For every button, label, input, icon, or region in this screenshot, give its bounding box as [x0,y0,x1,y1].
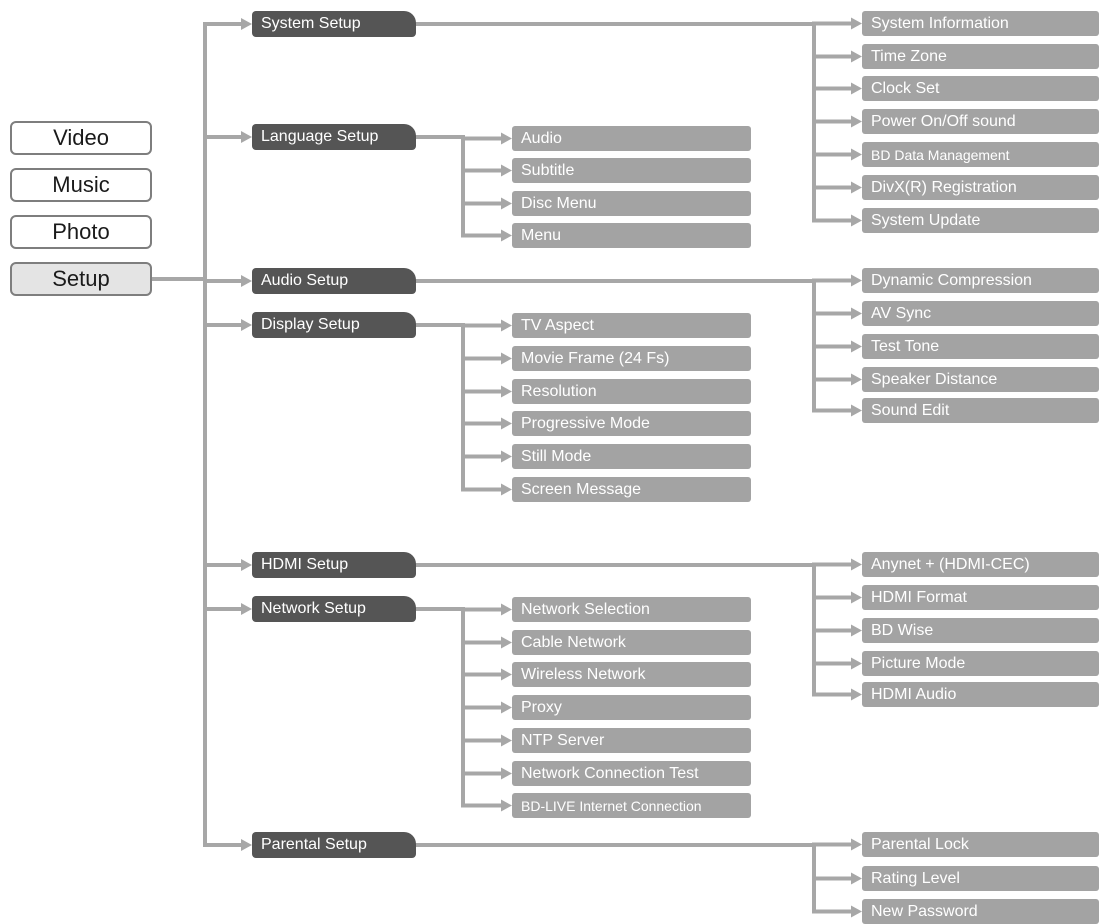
language-setup-arrow [241,131,252,143]
item-subtitle[interactable]: Subtitle [512,158,751,183]
resolution-arrow [501,385,512,398]
screen-message-arrow [501,483,512,496]
system-setup-arrow [241,18,252,30]
item-network-selection[interactable]: Network Selection [512,597,751,622]
item-bd-live-internet-connection[interactable]: BD-LIVE Internet Connection [512,793,751,818]
category-network-setup[interactable]: Network Setup [252,596,416,622]
hdmi-audio-arrow [851,688,862,701]
system-information-arrow [851,17,862,30]
item-ntp-server[interactable]: NTP Server [512,728,751,753]
sound-edit-arrow [851,404,862,417]
item-system-update[interactable]: System Update [862,208,1099,233]
item-power-on-off-sound[interactable]: Power On/Off sound [862,109,1099,134]
main-menu-setup[interactable]: Setup [10,262,152,296]
item-still-mode[interactable]: Still Mode [512,444,751,469]
item-hdmi-format[interactable]: HDMI Format [862,585,1099,610]
category-system-setup[interactable]: System Setup [252,11,416,37]
ntp-server-arrow [501,734,512,747]
cable-network-arrow [501,636,512,649]
power-on-off-sound-arrow [851,115,862,128]
rating-level-arrow [851,872,862,885]
speaker-distance-arrow [851,373,862,386]
item-wireless-network[interactable]: Wireless Network [512,662,751,687]
proxy-arrow [501,701,512,714]
category-hdmi-setup[interactable]: HDMI Setup [252,552,416,578]
item-anynet-hdmi-cec[interactable]: Anynet + (HDMI-CEC) [862,552,1099,577]
time-zone-arrow [851,50,862,63]
still-mode-arrow [501,450,512,463]
item-clock-set[interactable]: Clock Set [862,76,1099,101]
dynamic-compression-arrow [851,274,862,287]
item-proxy[interactable]: Proxy [512,695,751,720]
item-av-sync[interactable]: AV Sync [862,301,1099,326]
subtitle-arrow [501,164,512,177]
parental-setup-arrow [241,839,252,851]
item-progressive-mode[interactable]: Progressive Mode [512,411,751,436]
item-screen-message[interactable]: Screen Message [512,477,751,502]
item-picture-mode[interactable]: Picture Mode [862,651,1099,676]
item-system-information[interactable]: System Information [862,11,1099,36]
item-disc-menu[interactable]: Disc Menu [512,191,751,216]
test-tone-arrow [851,340,862,353]
main-menu-music[interactable]: Music [10,168,152,202]
item-rating-level[interactable]: Rating Level [862,866,1099,891]
category-language-setup[interactable]: Language Setup [252,124,416,150]
item-time-zone[interactable]: Time Zone [862,44,1099,69]
item-cable-network[interactable]: Cable Network [512,630,751,655]
item-divx-r-registration[interactable]: DivX(R) Registration [862,175,1099,200]
parental-lock-arrow [851,838,862,851]
item-parental-lock[interactable]: Parental Lock [862,832,1099,857]
item-network-connection-test[interactable]: Network Connection Test [512,761,751,786]
item-test-tone[interactable]: Test Tone [862,334,1099,359]
item-movie-frame-24-fs[interactable]: Movie Frame (24 Fs) [512,346,751,371]
hdmi-setup-arrow [241,559,252,571]
picture-mode-arrow [851,657,862,670]
item-speaker-distance[interactable]: Speaker Distance [862,367,1099,392]
wireless-network-arrow [501,668,512,681]
tv-aspect-arrow [501,319,512,332]
anynet-hdmi-cec-arrow [851,558,862,571]
category-display-setup[interactable]: Display Setup [252,312,416,338]
bd-live-internet-connection-arrow [501,799,512,812]
item-audio[interactable]: Audio [512,126,751,151]
category-audio-setup[interactable]: Audio Setup [252,268,416,294]
item-bd-data-management[interactable]: BD Data Management [862,142,1099,167]
hdmi-format-arrow [851,591,862,604]
audio-setup-arrow [241,275,252,287]
main-menu-video[interactable]: Video [10,121,152,155]
item-new-password[interactable]: New Password [862,899,1099,924]
display-setup-arrow [241,319,252,331]
bd-wise-arrow [851,624,862,637]
item-menu[interactable]: Menu [512,223,751,248]
divx-r-registration-arrow [851,181,862,194]
network-setup-arrow [241,603,252,615]
main-menu-photo[interactable]: Photo [10,215,152,249]
network-selection-arrow [501,603,512,616]
system-update-arrow [851,214,862,227]
disc-menu-arrow [501,197,512,210]
item-dynamic-compression[interactable]: Dynamic Compression [862,268,1099,293]
new-password-arrow [851,905,862,918]
network-connection-test-arrow [501,767,512,780]
item-sound-edit[interactable]: Sound Edit [862,398,1099,423]
progressive-mode-arrow [501,417,512,430]
bd-data-management-arrow [851,148,862,161]
menu-arrow [501,229,512,242]
movie-frame-24-fs-arrow [501,352,512,365]
item-tv-aspect[interactable]: TV Aspect [512,313,751,338]
item-resolution[interactable]: Resolution [512,379,751,404]
item-hdmi-audio[interactable]: HDMI Audio [862,682,1099,707]
clock-set-arrow [851,82,862,95]
audio-arrow [501,132,512,145]
category-parental-setup[interactable]: Parental Setup [252,832,416,858]
av-sync-arrow [851,307,862,320]
item-bd-wise[interactable]: BD Wise [862,618,1099,643]
